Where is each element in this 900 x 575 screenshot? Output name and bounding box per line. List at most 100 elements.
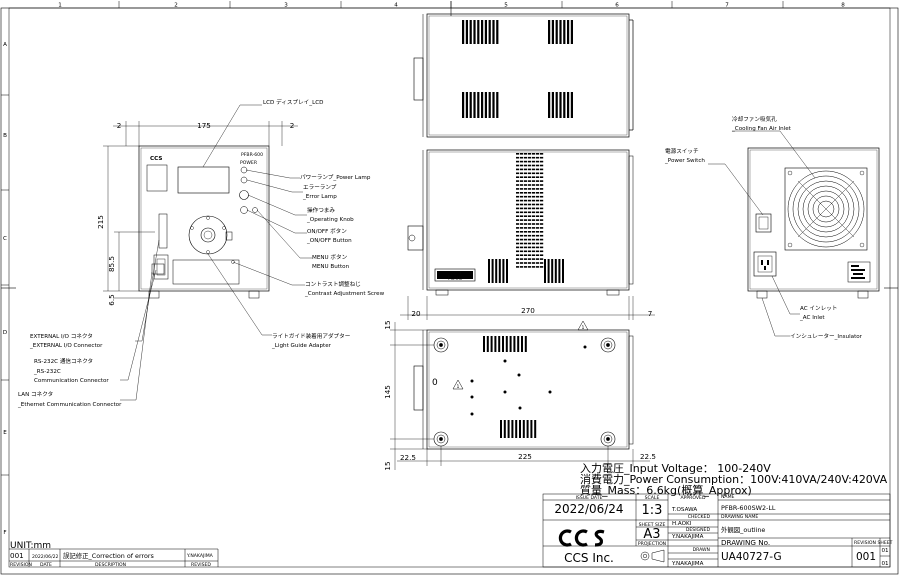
- dim-bottom-hole-span: 225: [518, 452, 532, 461]
- front-leader-lines: [120, 104, 312, 401]
- vent-slot: [517, 336, 520, 352]
- vent-slot: [498, 259, 501, 283]
- vent-slot: [524, 192, 528, 194]
- description-header: DESCRIPTION: [95, 562, 126, 568]
- vent-slot: [536, 168, 540, 171]
- rs232c-connector: [153, 254, 169, 280]
- vent-slot: [536, 195, 540, 198]
- vent-slot: [516, 231, 520, 233]
- vent-slot: [528, 234, 532, 237]
- vent-slot: [536, 176, 540, 178]
- callout-fan-ja: 冷却ファン吸気孔: [732, 115, 777, 123]
- vent-slot: [532, 246, 536, 249]
- vent-slot: [536, 242, 540, 245]
- vent-slot: [528, 223, 532, 225]
- vent-slot: [516, 238, 520, 241]
- callout-lightguide-ja: ライトガイド装着用アダプター: [272, 332, 351, 340]
- designed-label: DESIGNED: [686, 527, 711, 533]
- ac-inlet: [753, 251, 777, 277]
- sheet-total: 01: [881, 561, 889, 567]
- callout-extio-ja: EXTERNAL I/O コネクタ: [30, 332, 93, 340]
- drawing-name-label: DRAWING NAME: [721, 514, 758, 520]
- vent-slot: [536, 266, 540, 268]
- vent-slot: [551, 259, 554, 283]
- vent-slot: [520, 168, 524, 171]
- vent-slot: [524, 254, 528, 256]
- warning-mark-number: 1: [457, 384, 460, 390]
- vent-slot: [524, 172, 528, 175]
- vent-slot: [567, 92, 570, 118]
- dim-connector-height: 85.5: [107, 256, 116, 272]
- vent-slot: [532, 215, 536, 217]
- date-header: DATE: [40, 562, 52, 568]
- vent-slot: [536, 211, 540, 214]
- callout-power-lamp: パワーランプ_Power Lamp: [300, 174, 371, 181]
- bottom-vent-slots: [483, 336, 537, 438]
- vent-slot: [506, 259, 508, 283]
- callout-inlet-en: _AC Inlet: [799, 315, 825, 321]
- vent-slot: [540, 160, 544, 163]
- callout-contrast-ja: コントラスト調整ねじ: [305, 280, 361, 288]
- vent-slot: [548, 92, 551, 118]
- vent-slot: [520, 250, 524, 253]
- vent-slot: [516, 219, 520, 221]
- callout-lcd: LCD ディスプレイ_LCD: [263, 98, 323, 106]
- bottom-view: [413, 320, 634, 450]
- vent-slot: [477, 20, 480, 44]
- vent-slot: [520, 207, 524, 210]
- vent-slot: [540, 164, 544, 167]
- vent-slot: [500, 420, 502, 438]
- vent-slot: [559, 20, 562, 44]
- vent-slot: [516, 188, 520, 190]
- vent-slot: [516, 176, 520, 178]
- vent-slot: [520, 184, 524, 186]
- callout-inlet-ja: AC インレット: [800, 306, 837, 312]
- vent-slot: [536, 234, 540, 237]
- top-view: [413, 13, 634, 138]
- row-label: C: [3, 236, 7, 242]
- vent-slot: [540, 231, 544, 233]
- vent-slot: [528, 195, 532, 198]
- bottom-marker-digit: 0: [432, 378, 438, 388]
- vent-slot: [536, 223, 540, 225]
- drawing-no-label: DRAWING No.: [721, 538, 770, 547]
- vent-slot: [528, 242, 532, 245]
- callout-rs-en2: Communication Connector: [34, 378, 109, 384]
- vent-slot: [570, 92, 573, 118]
- vent-slot: [532, 207, 536, 210]
- label-plate: [434, 268, 476, 282]
- vent-slot: [503, 420, 506, 438]
- vent-slot: [526, 420, 529, 438]
- vent-slot: [481, 20, 484, 44]
- vent-slot: [540, 172, 544, 175]
- vent-slot: [559, 92, 562, 118]
- vent-slot: [469, 20, 472, 44]
- column-label: 6: [615, 3, 619, 9]
- vent-slot: [540, 254, 544, 256]
- vent-slot: [532, 172, 536, 175]
- vent-slot: [536, 238, 540, 241]
- drawn-by: Y.NAKAJIMA: [671, 561, 704, 567]
- checked-label: CHECKED: [688, 514, 711, 520]
- vent-slot: [536, 192, 540, 194]
- vent-slot: [516, 184, 520, 186]
- vent-slot: [544, 259, 546, 283]
- rear-view: [747, 147, 880, 299]
- vent-slot: [524, 246, 528, 249]
- vent-slot: [528, 250, 532, 253]
- vent-slot: [536, 172, 540, 175]
- vent-slot: [502, 336, 504, 352]
- sheet-number: 01: [881, 548, 889, 554]
- vent-slot: [513, 336, 516, 352]
- drawn-label: DRAWN: [693, 547, 710, 553]
- vent-slot: [516, 258, 520, 260]
- vent-slot: [532, 168, 536, 171]
- vent-slot: [532, 160, 536, 163]
- front-view-dimensions: [103, 121, 298, 299]
- vent-slot: [536, 258, 540, 260]
- top-vent-slots: [462, 20, 573, 118]
- vent-slot: [536, 180, 540, 182]
- vent-slot: [567, 20, 570, 44]
- lcd-display: [177, 166, 230, 194]
- vent-slot: [515, 420, 518, 438]
